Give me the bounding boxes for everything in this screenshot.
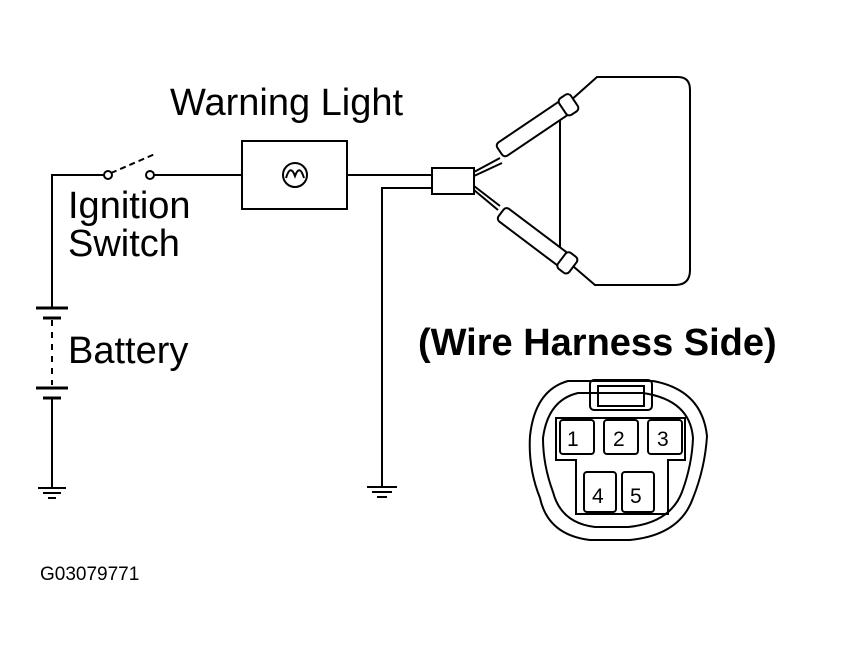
warning-light-symbol — [241, 140, 432, 210]
harness-side-label: (Wire Harness Side) — [418, 322, 777, 364]
warning-light-label: Warning Light — [170, 82, 403, 124]
terminal-1 — [559, 419, 595, 455]
pin-label-1: 1 — [567, 428, 579, 451]
battery-label: Battery — [68, 330, 188, 372]
connector-lock-tab — [589, 379, 653, 411]
harness-connector-face: 1 2 3 4 5 — [528, 379, 709, 541]
upper-lead-tube — [495, 93, 580, 158]
battery-circuit — [36, 174, 104, 499]
pin-label-2: 2 — [613, 428, 625, 451]
sensor-body — [559, 76, 691, 286]
battery-ground-symbol — [38, 487, 66, 499]
pin-label-3: 3 — [657, 428, 669, 451]
ignition-label-line1: Ignition — [68, 185, 191, 227]
terminal-2 — [603, 419, 639, 455]
terminal-5 — [621, 471, 655, 513]
pin-label-5: 5 — [630, 485, 642, 508]
pin-label-4: 4 — [592, 485, 604, 508]
sensor-connector-box — [431, 167, 475, 195]
sensor-assembly — [431, 76, 691, 286]
terminal-3 — [647, 419, 683, 455]
ignition-label-line2: Switch — [68, 223, 180, 265]
connector-outer-shell — [528, 380, 709, 541]
connector-inner-shell — [541, 392, 695, 528]
lower-lead-tube — [496, 207, 579, 275]
ignition-switch-symbol — [103, 153, 242, 180]
sensor-ground-circuit — [367, 187, 432, 498]
connector-cavity — [555, 417, 686, 515]
figure-code: G03079771 — [40, 564, 139, 585]
terminal-4 — [583, 471, 617, 513]
connector-lock-slot — [597, 385, 645, 407]
